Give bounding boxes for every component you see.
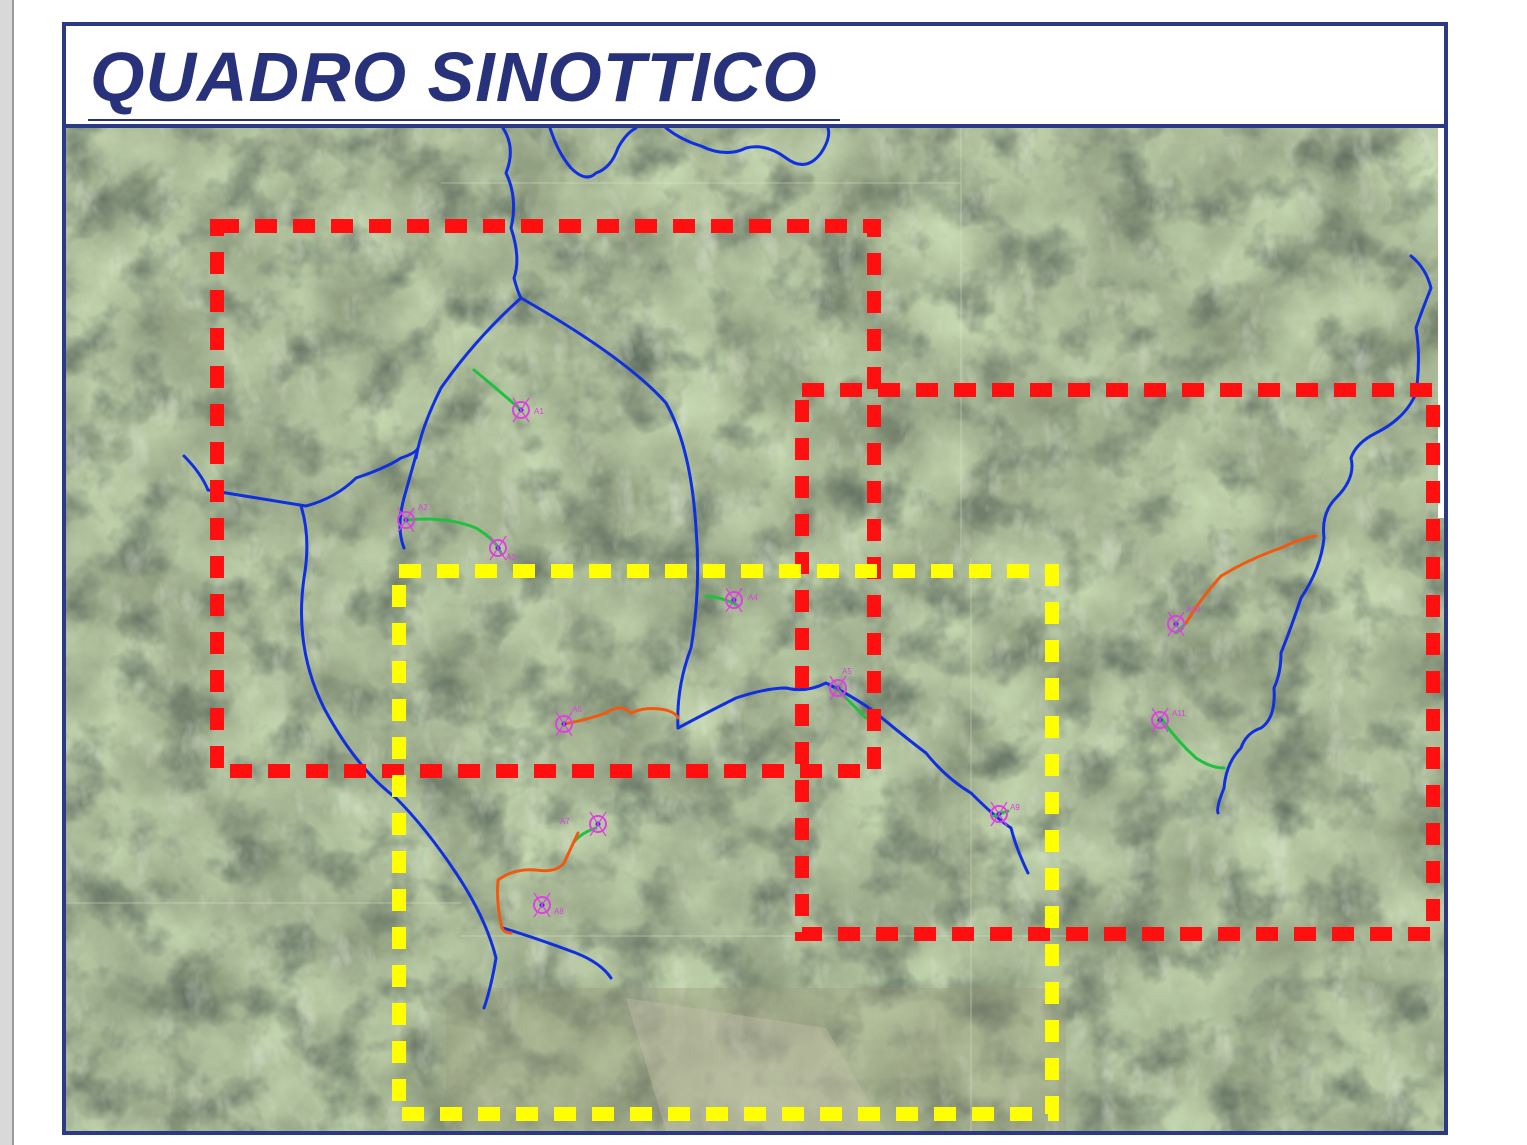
turbine-marker[interactable]: A6 bbox=[555, 705, 582, 737]
svg-text:A4: A4 bbox=[748, 593, 758, 602]
blue-network bbox=[182, 128, 1433, 1010]
page-title: QUADRO SINOTTICO bbox=[90, 38, 818, 116]
sheet-boxes bbox=[210, 219, 1440, 1121]
turbine-marker[interactable]: A5 bbox=[829, 667, 852, 701]
svg-text:A5: A5 bbox=[842, 667, 852, 676]
svg-text:A2: A2 bbox=[418, 503, 428, 512]
orange-routes bbox=[496, 534, 1318, 935]
turbine-marker[interactable]: A2 bbox=[397, 503, 428, 533]
svg-text:A6: A6 bbox=[572, 705, 582, 714]
svg-text:A3: A3 bbox=[506, 553, 516, 562]
red-sheet-box-west[interactable] bbox=[210, 219, 881, 778]
turbine-marker[interactable]: A9 bbox=[990, 801, 1020, 827]
turbine-marker[interactable]: A8 bbox=[533, 892, 564, 918]
svg-text:A10: A10 bbox=[1186, 605, 1201, 614]
svg-text:A8: A8 bbox=[554, 907, 564, 916]
svg-text:A7: A7 bbox=[560, 817, 570, 826]
basemap bbox=[66, 128, 1444, 1131]
turbine-marker[interactable]: A10 bbox=[1167, 605, 1201, 637]
svg-text:A11: A11 bbox=[1172, 709, 1186, 718]
title-bar: QUADRO SINOTTICO bbox=[66, 26, 1444, 128]
turbine-marker[interactable]: A1 bbox=[512, 397, 544, 423]
synoptic-frame: QUADRO SINOTTICO bbox=[62, 22, 1448, 1135]
turbine-marker[interactable]: A7 bbox=[560, 811, 607, 837]
left-edge-strip bbox=[0, 0, 14, 1145]
turbine-marker[interactable]: A4 bbox=[725, 587, 758, 613]
title-underline bbox=[88, 119, 840, 121]
map-canvas[interactable]: A1 A2 A3 A4 bbox=[66, 128, 1444, 1131]
turbine-marker[interactable]: A11 bbox=[1151, 707, 1186, 733]
turbine-marker[interactable]: A3 bbox=[489, 535, 516, 562]
yellow-sheet-box-south[interactable] bbox=[392, 564, 1059, 1121]
red-sheet-box-east[interactable] bbox=[795, 383, 1440, 941]
svg-text:A1: A1 bbox=[534, 407, 544, 416]
turbine-markers: A1 A2 A3 A4 bbox=[397, 397, 1201, 918]
map-area[interactable]: A1 A2 A3 A4 bbox=[66, 128, 1444, 1131]
svg-text:A9: A9 bbox=[1010, 803, 1020, 812]
